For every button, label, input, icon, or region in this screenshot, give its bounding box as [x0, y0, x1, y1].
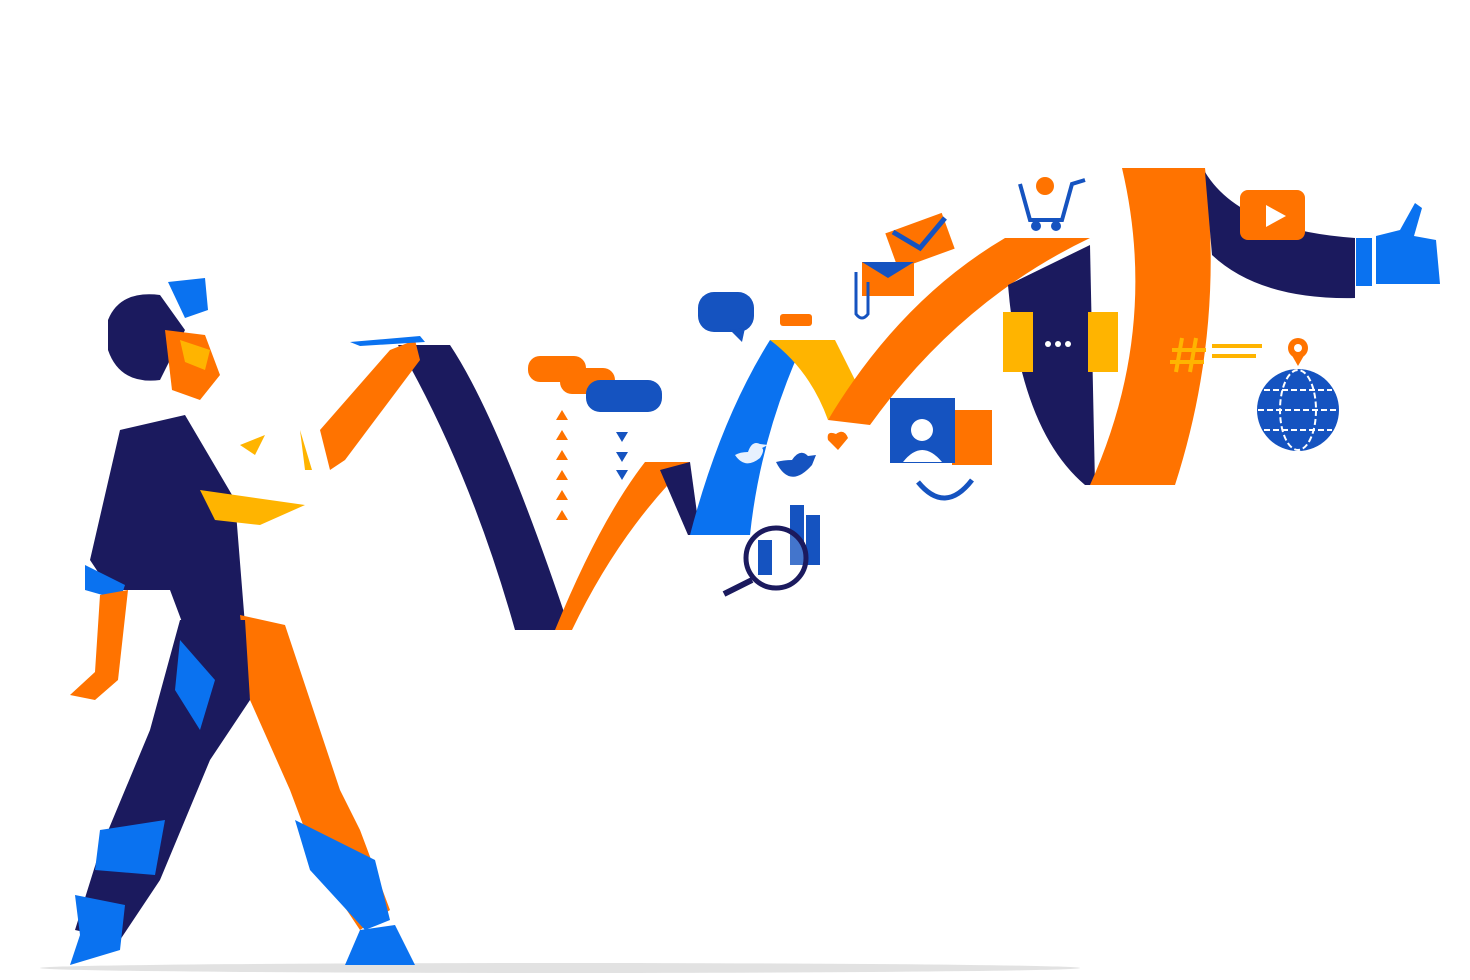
person-arm-raised	[320, 340, 420, 470]
paperclip-icon	[854, 272, 870, 320]
location-pin-icon	[1288, 338, 1308, 366]
magnifier-chart-icon	[722, 505, 820, 597]
ribbon-navy-fold	[660, 462, 700, 535]
refresh-arrow-icon	[916, 478, 974, 501]
envelope-icon	[862, 212, 955, 296]
heart-icon	[827, 431, 848, 450]
ribbon-blue-rise	[690, 340, 800, 535]
typing-dots-icon	[1003, 312, 1118, 372]
ribbon-orange-rise	[555, 462, 690, 630]
youtube-play-icon	[1240, 190, 1305, 240]
chat-bubble-icon	[528, 292, 812, 412]
ribbon-navy-loop	[1008, 245, 1095, 485]
profile-card-icon	[890, 398, 992, 465]
ribbon-yellow-fold	[770, 340, 855, 420]
walking-person	[70, 278, 425, 965]
ribbon-orange-arc	[828, 238, 1090, 425]
ribbon-navy-arc	[398, 345, 570, 630]
shopping-cart-icon	[1018, 177, 1086, 231]
globe-icon	[1257, 369, 1339, 451]
ribbon-orange-band	[1090, 168, 1211, 485]
person-arm-down	[70, 590, 128, 700]
upload-arrows	[556, 410, 568, 520]
thumbs-up-icon	[1356, 203, 1440, 286]
hashtag-icon	[1170, 337, 1262, 373]
download-arrows	[616, 432, 628, 480]
ground-shadow	[40, 963, 1080, 973]
ribbon	[398, 168, 1355, 630]
person-torso	[90, 415, 245, 630]
person-hair	[108, 294, 185, 381]
twitter-bird-icon	[735, 443, 816, 477]
